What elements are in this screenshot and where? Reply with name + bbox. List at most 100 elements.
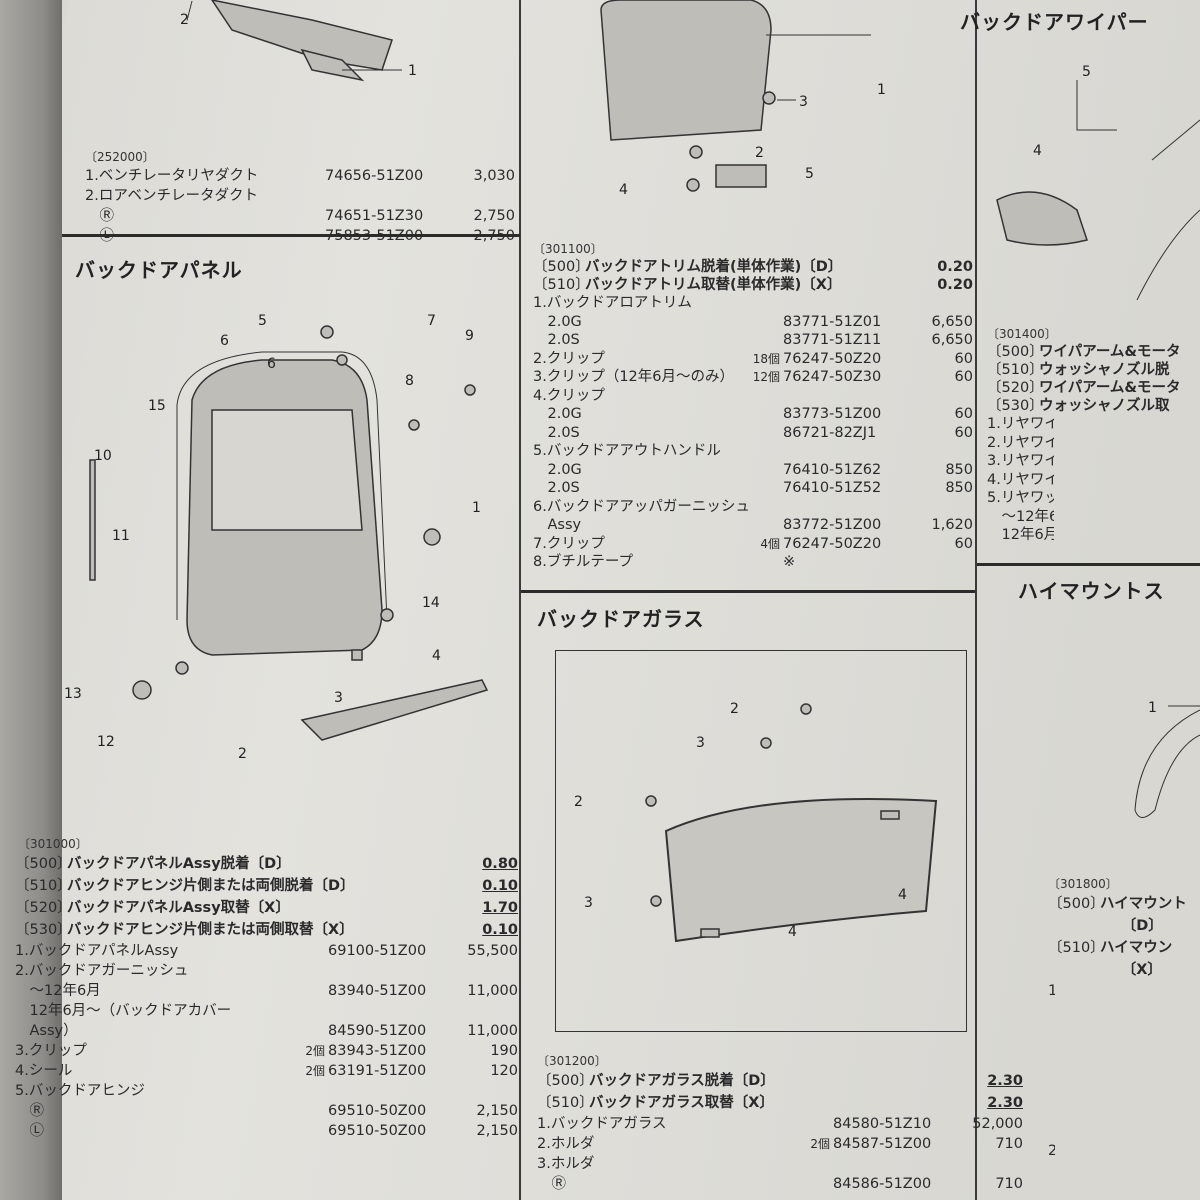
callout-1: 1	[408, 63, 417, 79]
labor-code: 〔500〕	[537, 1073, 594, 1089]
part-number: 83771-51Z11	[783, 332, 882, 348]
glass-diagram-frame: 2 3 2 1 4 3 4	[555, 650, 975, 1032]
part-name: Ⓡ	[85, 208, 114, 224]
labor-list: 〔500〕バックドアトリム脱着(単体作業)〔D〕0.20〔510〕バックドアトリ…	[533, 258, 973, 294]
labor-row: 〔510〕ウォッシャノズル脱	[987, 361, 1200, 379]
callout-1: 1	[1148, 700, 1157, 716]
part-name: 1.ベンチレータリヤダクト	[85, 168, 259, 184]
part-name: 2.0S	[533, 424, 580, 441]
part-price: 2,150	[476, 1103, 518, 1119]
labor-row: 〔510〕バックドアガラス取替〔X〕2.30	[537, 1092, 1023, 1114]
part-name: 2.ロアベンチレータダクト	[85, 188, 259, 204]
labor-row: 〔X〕	[1048, 959, 1200, 981]
part-number: 83773-51Z00	[783, 406, 882, 422]
callout-8: 8	[405, 373, 414, 389]
labor-operation: バックドアヒンジ片側または両側取替〔X〕	[67, 922, 354, 938]
labor-row: 〔520〕ワイパアーム&モータ	[987, 379, 1200, 397]
labor-code: 〔510〕	[987, 362, 1044, 378]
part-name: 3.ホルダ	[537, 1156, 595, 1172]
callout-2: 2	[574, 794, 583, 810]
callout-2: 2	[180, 12, 189, 28]
section-code: 〔301400〕	[987, 327, 1057, 341]
callout-6: 6	[220, 333, 229, 349]
labor-operation: バックドアガラス脱着〔D〕	[589, 1073, 775, 1089]
part-number: 63191-51Z00	[328, 1063, 427, 1079]
part-name: 2.ホルダ	[537, 1136, 595, 1152]
labor-list: 〔500〕バックドアパネルAssy脱着〔D〕0.80〔510〕バックドアヒンジ片…	[15, 853, 518, 941]
part-name: 3.クリップ（12年6月～のみ）	[533, 369, 735, 385]
part-name: 2.0G	[533, 406, 582, 422]
part-number: 84586-51Z00	[833, 1176, 932, 1192]
back-door-glass-section: 〔301200〕 〔500〕バックドアガラス脱着〔D〕2.30〔510〕バックド…	[537, 1052, 1023, 1194]
labor-operation: バックドアヒンジ片側または両側脱着〔D〕	[67, 878, 355, 894]
labor-code: 〔530〕	[987, 398, 1044, 414]
callout-1: 1	[877, 82, 886, 98]
labor-row: 〔520〕バックドアパネルAssy取替〔X〕1.70	[15, 897, 518, 919]
callout-5: 5	[805, 166, 814, 182]
labor-code: 〔500〕	[533, 259, 590, 275]
callout-12: 12	[97, 734, 115, 750]
labor-list: 〔500〕バックドアガラス脱着〔D〕2.30〔510〕バックドアガラス取替〔X〕…	[537, 1070, 1023, 1114]
labor-time: 0.20	[937, 277, 973, 293]
part-name: 1.ハイマウントストップ	[1048, 983, 1055, 999]
labor-row: 〔500〕バックドアパネルAssy脱着〔D〕0.80	[15, 853, 518, 875]
labor-list: 〔500〕ワイパアーム&モータ〔510〕ウォッシャノズル脱〔520〕ワイパアーム…	[987, 343, 1200, 415]
labor-time	[1187, 343, 1200, 361]
callout-4: 4	[788, 924, 797, 940]
part-price: 3,030	[473, 168, 515, 184]
callout-14: 14	[422, 595, 440, 611]
parts-row: 5.バックドアヒンジ	[15, 1081, 518, 1101]
callout-4: 4	[898, 887, 907, 903]
part-number: 74651-51Z30	[325, 208, 424, 224]
part-number: 84590-51Z00	[328, 1023, 427, 1039]
callout-2: 2	[730, 701, 739, 717]
part-number: 69100-51Z00	[328, 943, 427, 959]
part-name: 1.リヤワイパアームAssy	[987, 416, 1054, 432]
part-name: 2.バックドアガーニッシュ	[15, 963, 189, 979]
part-name: プ付 2WD	[1048, 1041, 1055, 1061]
labor-code: 〔520〕	[15, 900, 72, 916]
callout-2: 2	[238, 746, 247, 762]
labor-operation: バックドアガラス取替〔X〕	[589, 1095, 774, 1111]
callout-9: 9	[465, 328, 474, 344]
labor-row: 〔530〕ウォッシャノズル取	[987, 397, 1200, 415]
callout-7: 7	[427, 313, 436, 329]
part-number: 86721-82ZJ1	[783, 424, 877, 441]
callout-10: 10	[94, 448, 112, 464]
part-name: 5.リヤワッシャノズルAssy	[987, 490, 1054, 506]
part-price: 6,650	[931, 313, 973, 330]
parts-row: 12年6月～（バックドアカバー	[15, 1001, 518, 1021]
back-door-trim-diagram: 3 1 2 5 4	[600, 0, 886, 198]
labor-row: 〔500〕バックドアトリム脱着(単体作業)〔D〕0.20	[533, 258, 973, 276]
part-price: 60	[954, 350, 973, 367]
part-name: 7.クリップ	[533, 535, 605, 552]
part-name: 5.バックドアヒンジ	[15, 1083, 145, 1099]
labor-operation: バックドアトリム取替(単体作業)〔X〕	[585, 277, 842, 293]
part-number: 76410-51Z52	[783, 480, 882, 496]
part-number: 83772-51Z00	[783, 517, 882, 533]
parts-row: 12年6月～ アイド	[1048, 1021, 1200, 1041]
labor-operation: 〔D〕	[1100, 918, 1163, 934]
part-price: 6,650	[931, 332, 973, 348]
back-door-panel-diagram: 5 6 6 7 9 8 15 10 1 11 14 4 13 3 12 2	[64, 313, 489, 762]
part-price: 11,000	[467, 983, 518, 999]
section-title: バックドアパネル	[75, 258, 243, 282]
section-title: バックドアガラス	[537, 607, 705, 631]
labor-code: 〔510〕	[1048, 940, 1105, 956]
labor-code: 〔510〕	[533, 277, 590, 293]
section-divider	[521, 590, 975, 593]
part-name: 1.バックドアパネルAssy	[15, 943, 179, 959]
part-name: 8.ブチルテープ	[533, 554, 633, 570]
labor-operation: ウォッシャノズル取	[1039, 398, 1170, 414]
section-title: ハイマウントス	[1018, 579, 1165, 603]
